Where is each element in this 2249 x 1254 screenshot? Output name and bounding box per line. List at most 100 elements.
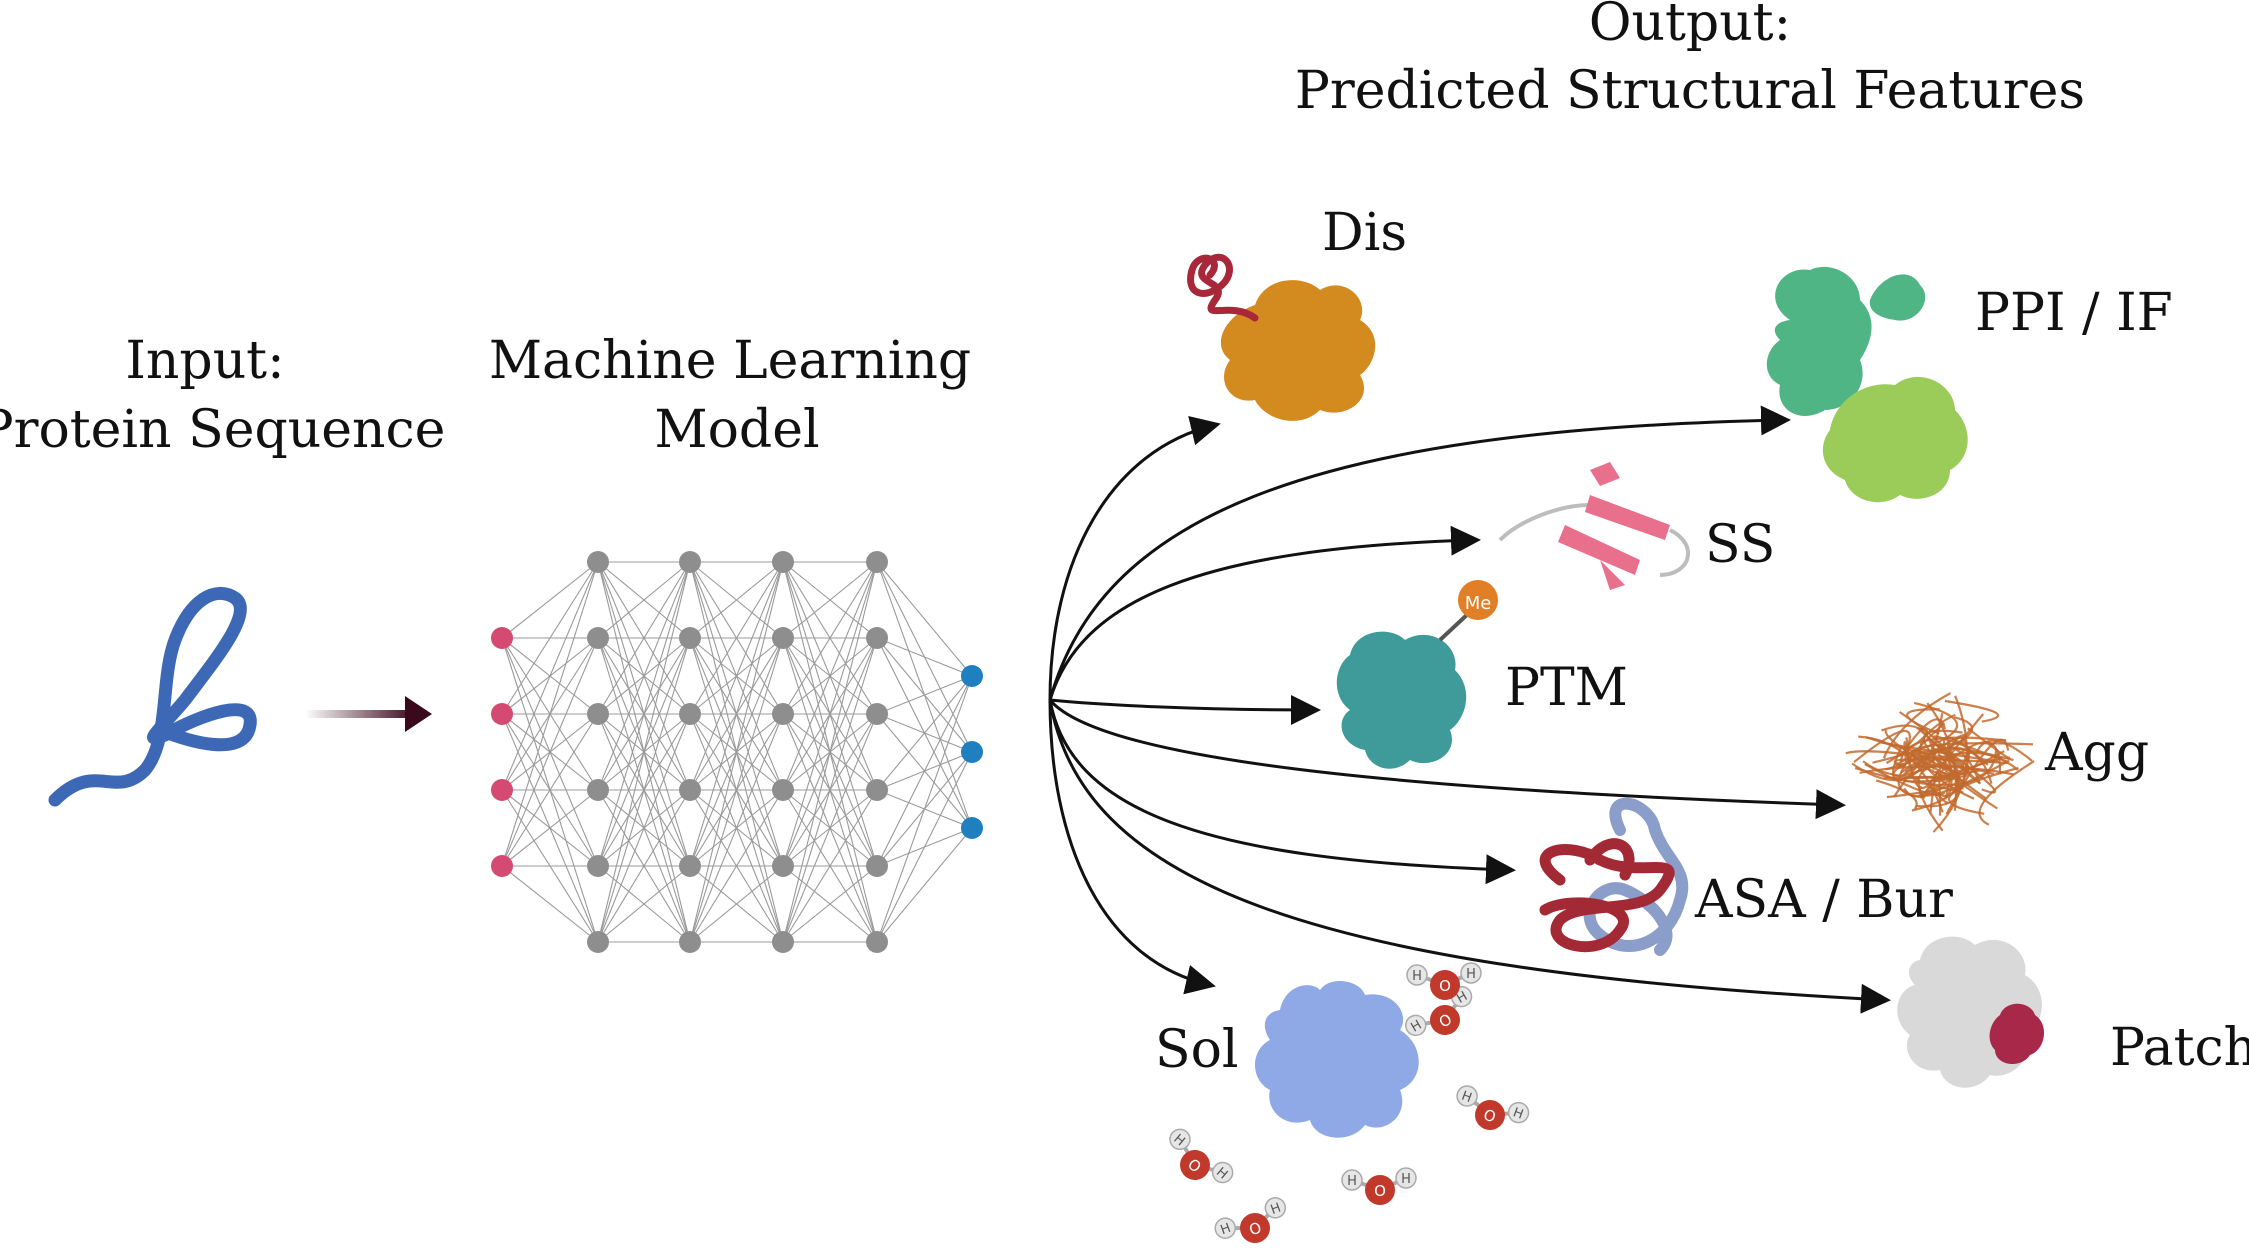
hidden-node xyxy=(772,931,794,953)
network-edge xyxy=(689,561,784,791)
network-edge xyxy=(597,561,691,867)
network-edge xyxy=(689,865,784,943)
hidden-node xyxy=(679,855,701,877)
protein-sequence-icon xyxy=(48,587,257,807)
fiber xyxy=(1944,699,2000,723)
network-edge xyxy=(782,561,878,639)
fiber xyxy=(1918,713,1975,800)
network-edge xyxy=(689,561,784,943)
network-edge xyxy=(782,561,878,791)
hidden-node xyxy=(587,627,609,649)
network-edge xyxy=(876,675,973,715)
hydrogen-label: H xyxy=(1511,1105,1525,1122)
network-edge xyxy=(597,865,691,943)
network-edge xyxy=(782,789,878,943)
patch-label: Patch xyxy=(2110,1018,2249,1078)
fiber xyxy=(1967,727,2011,760)
network-edge xyxy=(689,637,784,943)
output-arrows xyxy=(1048,405,1891,1014)
ss-label: SS xyxy=(1705,515,1775,575)
hydrogen-label: H xyxy=(1347,1174,1357,1189)
network-edge xyxy=(876,751,973,943)
network-edge xyxy=(782,561,878,715)
input-arrow-head xyxy=(405,696,432,732)
hidden-node xyxy=(587,703,609,725)
hidden-node xyxy=(866,627,888,649)
network-edge xyxy=(501,561,599,715)
patch-protein-icon xyxy=(1897,936,2045,1088)
hidden-node xyxy=(866,779,888,801)
aggregation-icon xyxy=(1845,692,2035,833)
secondary-structure-icon xyxy=(1498,462,1691,590)
oxygen-label: O xyxy=(1439,977,1451,995)
fiber xyxy=(1875,779,1918,810)
ptm-badge-text: Me xyxy=(1465,593,1492,614)
network-edge xyxy=(597,637,691,943)
hidden-node xyxy=(679,551,701,573)
arrow-to-ptm xyxy=(1049,694,1321,725)
input-title-line1: Input: xyxy=(125,331,284,391)
network-edge xyxy=(501,561,599,867)
model-title-line1: Machine Learning xyxy=(489,331,971,391)
hydrogen-label: H xyxy=(1401,1172,1411,1187)
output-title-line2: Predicted Structural Features xyxy=(1295,61,2085,121)
ppi-protein-icon xyxy=(1766,266,1968,503)
fiber xyxy=(1903,741,1911,767)
network-edge xyxy=(501,865,599,943)
fiber xyxy=(1933,747,2014,810)
fiber xyxy=(1872,701,1959,764)
hidden-node xyxy=(679,779,701,801)
arrow-to-sol xyxy=(1048,699,1216,995)
network-edge xyxy=(501,561,599,639)
network-edge xyxy=(597,713,691,943)
fiber xyxy=(1912,742,2034,762)
network-edge xyxy=(501,637,599,867)
fiber xyxy=(1882,692,1952,759)
network-edge xyxy=(689,561,784,639)
input-title-line2: Protein Sequence xyxy=(0,400,445,460)
input-node xyxy=(491,855,513,877)
hidden-node xyxy=(679,627,701,649)
hidden-node xyxy=(772,703,794,725)
network-edge xyxy=(782,637,878,943)
fiber xyxy=(1851,713,1944,782)
network-edge xyxy=(597,561,691,639)
arrow-to-dis xyxy=(1048,415,1221,701)
hidden-node xyxy=(679,703,701,725)
fiber xyxy=(1915,776,1964,794)
sol-label: Sol xyxy=(1155,1020,1239,1080)
oxygen-label: O xyxy=(1481,1105,1498,1126)
hydrogen-label: H xyxy=(1269,1201,1283,1218)
network-edge xyxy=(876,675,973,943)
arrow-to-ss xyxy=(1048,525,1481,701)
network-edge xyxy=(876,827,973,943)
hidden-node xyxy=(587,551,609,573)
oxygen-label: O xyxy=(1374,1182,1386,1200)
fiber xyxy=(1911,737,1960,812)
network-edge xyxy=(501,789,599,867)
hidden-node xyxy=(772,627,794,649)
hidden-node xyxy=(772,855,794,877)
water-molecule: HHO xyxy=(1456,1085,1530,1130)
fiber xyxy=(1975,739,2033,762)
hidden-node xyxy=(587,855,609,877)
network-edge xyxy=(689,713,784,943)
network-edge xyxy=(689,561,784,715)
water-molecule: HHO xyxy=(1214,1197,1287,1243)
network-edge xyxy=(876,675,973,867)
input-node xyxy=(491,703,513,725)
hidden-node xyxy=(866,703,888,725)
network-edge xyxy=(501,713,599,867)
arrow-to-asa xyxy=(1048,699,1516,885)
solubility-protein-icon xyxy=(1255,980,1419,1138)
output-title-line1: Output: xyxy=(1589,0,1791,53)
fiber xyxy=(1884,729,1947,776)
output-node xyxy=(961,741,983,763)
hidden-node xyxy=(587,779,609,801)
hidden-node xyxy=(772,779,794,801)
dis-label: Dis xyxy=(1322,203,1407,263)
network-edge xyxy=(597,561,691,791)
network-edge xyxy=(782,713,878,943)
